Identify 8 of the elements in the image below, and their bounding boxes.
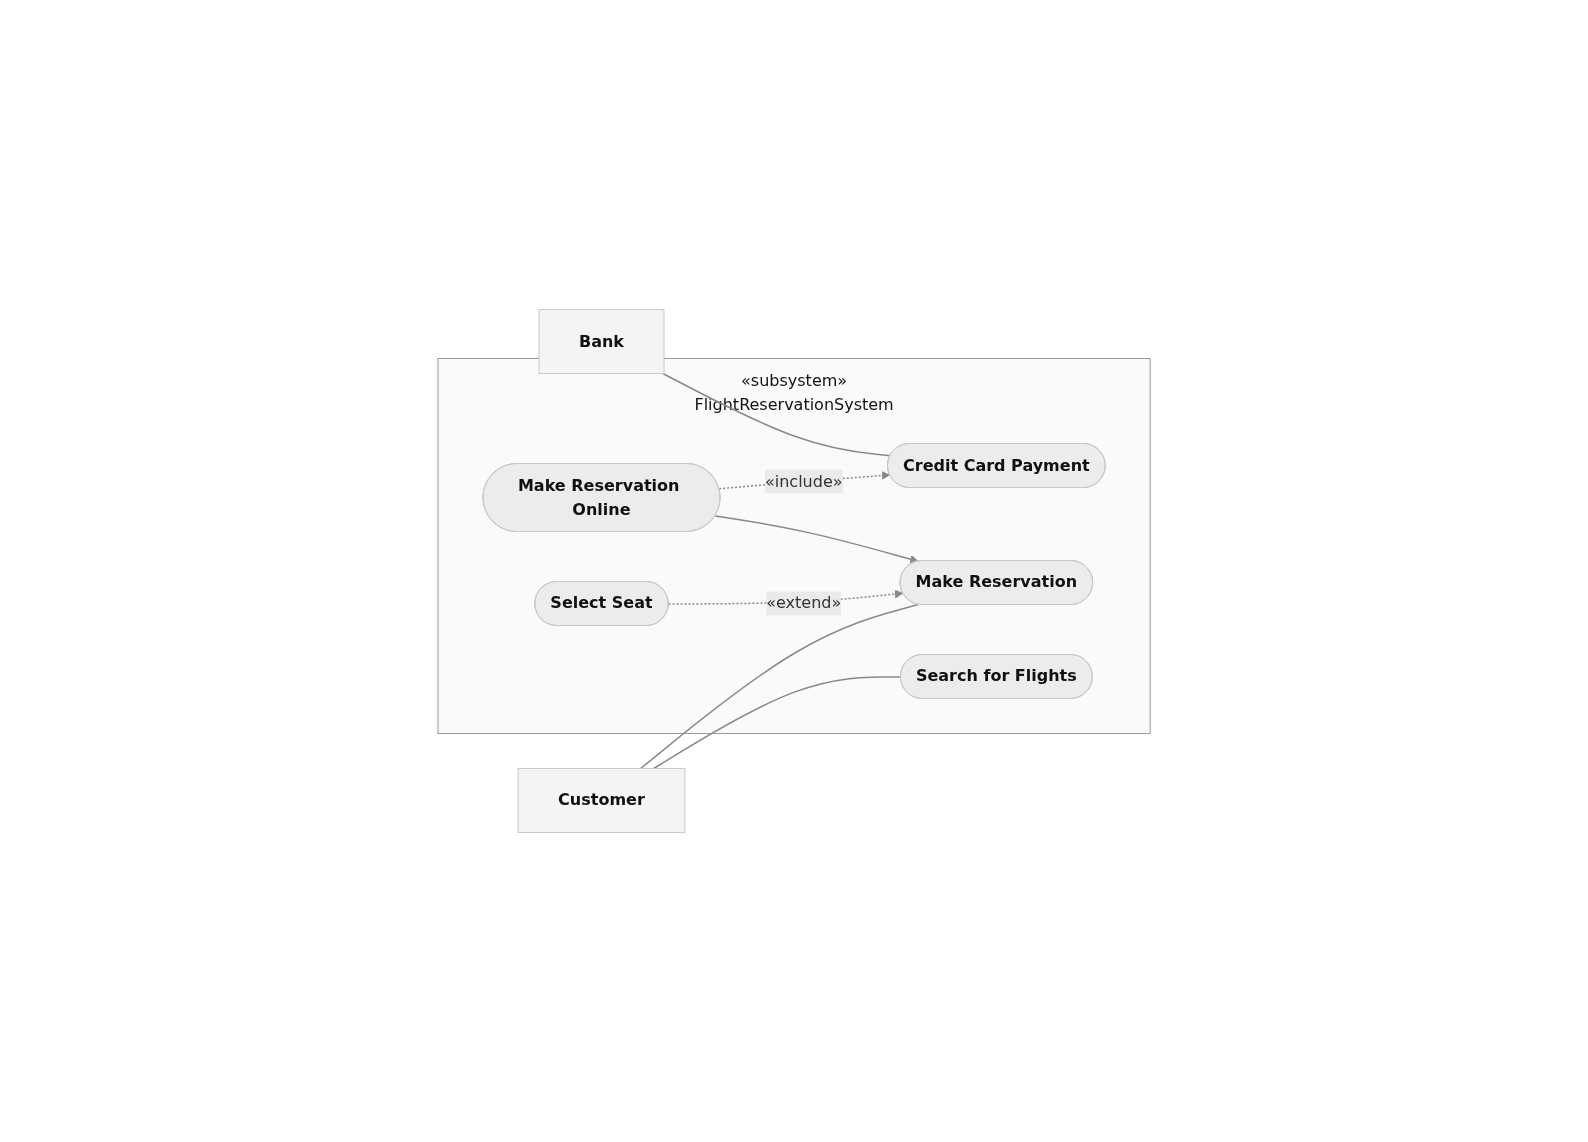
edge-label: «include» [764, 471, 843, 491]
edge-label: «extend» [766, 593, 842, 613]
connector [639, 603, 919, 770]
node-box: Customer [517, 768, 686, 833]
node-box: Bank [538, 309, 665, 374]
connector [662, 372, 892, 457]
arrow [714, 515, 919, 564]
connector [652, 676, 902, 770]
